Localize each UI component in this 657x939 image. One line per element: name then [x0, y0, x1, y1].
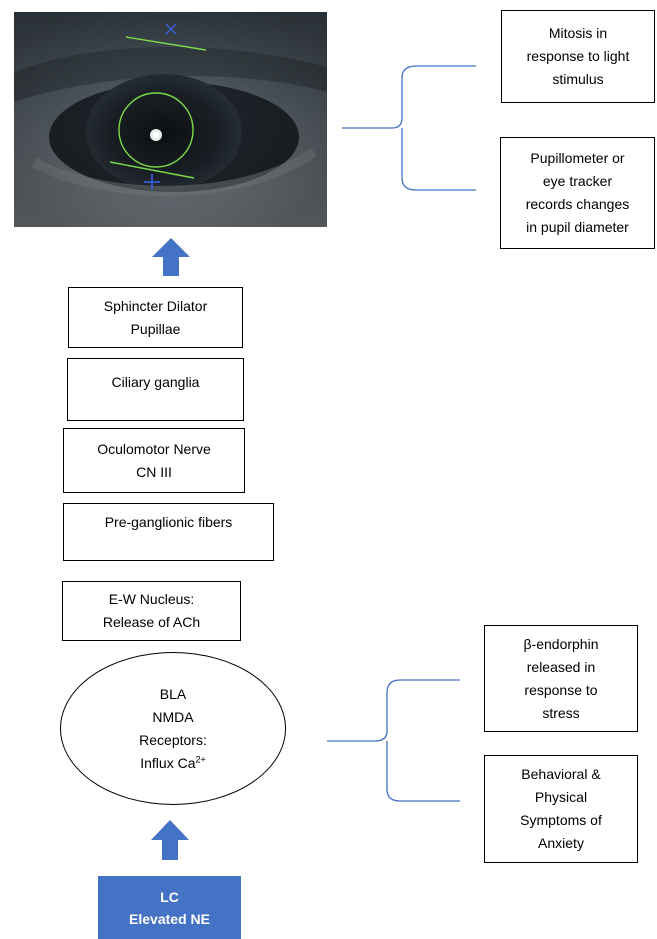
- tracking-line-bottom: [109, 161, 195, 179]
- mitosis-line: response to light: [526, 48, 630, 64]
- up-arrow-lc-to-bla: [151, 820, 189, 860]
- mitosis-line: stimulus: [552, 71, 604, 87]
- pupillometer-line: Pupillometer or: [530, 150, 625, 166]
- oculomotor-line: CN III: [136, 463, 172, 480]
- ew-nucleus-box: E-W Nucleus: Release of ACh: [62, 581, 241, 641]
- sphincter-box: Sphincter Dilator Pupillae: [68, 287, 243, 348]
- bla-influx-line: Influx Ca2+: [140, 752, 206, 775]
- endorphin-line: released in: [526, 658, 596, 675]
- lc-line: Elevated NE: [129, 910, 210, 927]
- endorphin-line: stress: [542, 704, 580, 721]
- lc-line: LC: [160, 888, 179, 905]
- tracking-marker-bottom: [144, 174, 160, 190]
- sphincter-line: Sphincter Dilator: [103, 297, 208, 314]
- mitosis-line: Mitosis in: [548, 25, 608, 41]
- behavioral-line: Behavioral &: [521, 766, 601, 782]
- behavioral-line: Symptoms of: [520, 812, 602, 828]
- eye-photo: [14, 12, 327, 227]
- tracking-marker-top: [165, 23, 177, 35]
- mitosis-box: Mitosis in response to light stimulus: [501, 10, 655, 103]
- preganglionic-label: Pre-ganglionic fibers: [104, 514, 233, 530]
- upper-brace-bottom: [401, 128, 476, 191]
- lc-box: LC Elevated NE: [98, 876, 241, 939]
- bla-line: BLA: [159, 685, 187, 702]
- ew-nucleus-line: Release of ACh: [102, 614, 201, 630]
- tracking-line-top: [125, 36, 207, 51]
- upper-brace-top: [342, 65, 476, 129]
- bla-ellipse: BLA NMDA Receptors: Influx Ca2+: [60, 652, 286, 805]
- endorphin-box: β-endorphin released in response to stre…: [484, 625, 638, 732]
- bla-line: Receptors:: [139, 731, 207, 748]
- pupillometer-box: Pupillometer or eye tracker records chan…: [500, 137, 655, 249]
- oculomotor-line: Oculomotor Nerve: [97, 440, 211, 457]
- bla-line: NMDA: [152, 708, 194, 725]
- behavioral-line: Anxiety: [538, 835, 584, 851]
- ciliary-ganglia-label: Ciliary ganglia: [111, 374, 200, 390]
- pupil-tracking-circle: [118, 92, 194, 168]
- lower-brace-bottom: [386, 741, 460, 802]
- preganglionic-box: Pre-ganglionic fibers: [63, 503, 274, 561]
- behavioral-line: Physical: [534, 789, 588, 805]
- pupillometer-line: records changes: [525, 196, 630, 212]
- ew-nucleus-line: E-W Nucleus:: [108, 591, 195, 607]
- endorphin-line: β-endorphin: [523, 635, 599, 652]
- calcium-charge: 2+: [195, 753, 206, 764]
- ciliary-ganglia-box: Ciliary ganglia: [67, 358, 244, 421]
- eye-photo-svg: [14, 12, 327, 227]
- endorphin-line: response to: [524, 681, 598, 698]
- oculomotor-box: Oculomotor Nerve CN III: [63, 428, 245, 493]
- influx-text: Influx Ca: [140, 754, 196, 771]
- sphincter-line: Pupillae: [130, 320, 181, 337]
- up-arrow-to-eye: [152, 238, 190, 276]
- pupillometer-line: eye tracker: [542, 173, 613, 189]
- pupillometer-line: in pupil diameter: [526, 219, 629, 235]
- behavioral-box: Behavioral & Physical Symptoms of Anxiet…: [484, 755, 638, 863]
- lower-brace-top: [327, 679, 460, 742]
